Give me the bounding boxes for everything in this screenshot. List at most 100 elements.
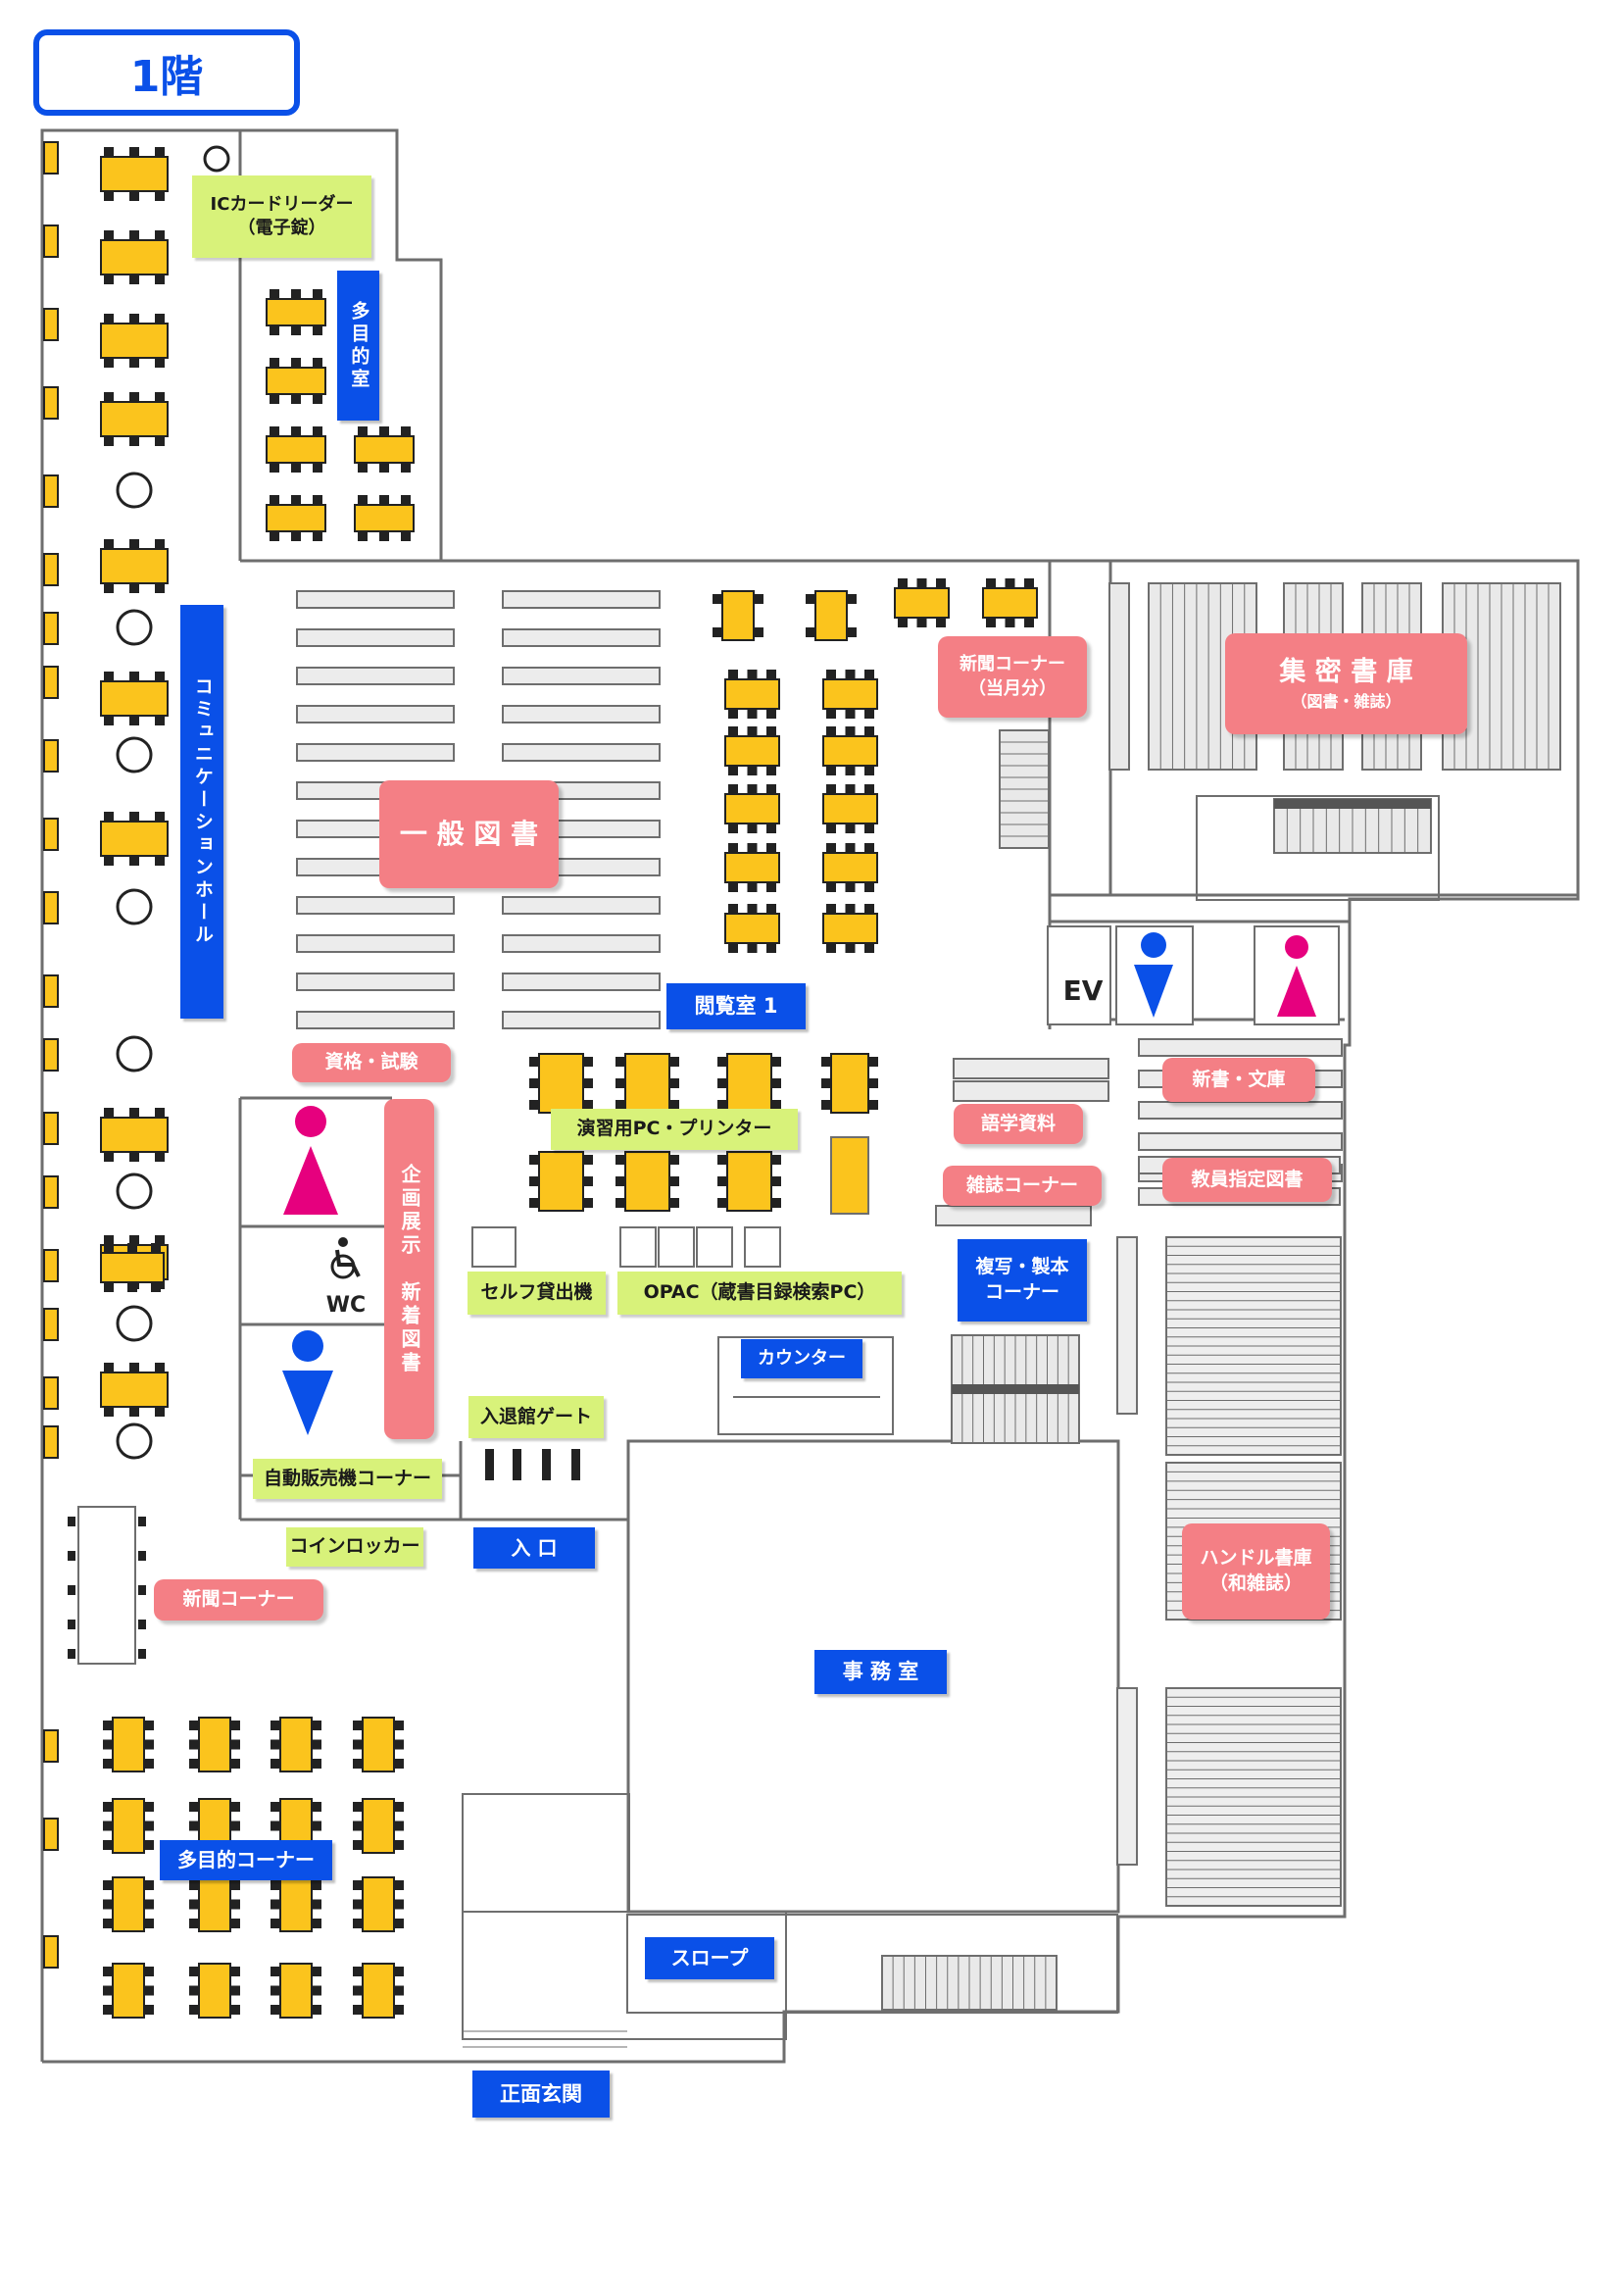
study-table [529, 1053, 593, 1114]
floor-title: 1階 [33, 29, 300, 116]
study-table [353, 1798, 404, 1854]
study-table [100, 230, 169, 284]
study-table [266, 358, 326, 404]
study-table [822, 843, 878, 892]
study-table [189, 1963, 240, 2019]
bookshelf [935, 1205, 1092, 1226]
study-table [724, 904, 780, 953]
closed-stacks-label: 集 密 書 庫 （図書・雑誌） [1225, 633, 1467, 734]
study-table [271, 1963, 321, 2019]
chair [68, 1517, 75, 1526]
wall-seat [43, 1112, 59, 1145]
study-table [822, 784, 878, 833]
wall-seat [43, 1308, 59, 1341]
slope-label: スロープ [645, 1937, 774, 1979]
gate-bar [513, 1449, 521, 1480]
magazine-corner-label: 雑誌コーナー [943, 1166, 1102, 1206]
office-label: 事 務 室 [814, 1650, 947, 1694]
opac-terminal [744, 1226, 781, 1268]
bookshelf [502, 1011, 661, 1029]
study-table [615, 1151, 679, 1212]
study-table [806, 590, 857, 641]
bookshelf [502, 743, 661, 762]
study-table [822, 726, 878, 775]
study-table [100, 147, 169, 201]
study-table [103, 1876, 154, 1932]
opac-terminal [619, 1226, 657, 1268]
round-table [116, 888, 153, 925]
study-table [724, 784, 780, 833]
study-table [354, 495, 415, 541]
chair [138, 1620, 146, 1629]
bookshelf [296, 973, 455, 991]
self-checkout-machine [471, 1226, 517, 1268]
bookshelf [296, 934, 455, 953]
new-books-pocketbooks-label: 新書・文庫 [1162, 1058, 1315, 1102]
bookshelf [296, 628, 455, 647]
bookshelf [502, 973, 661, 991]
study-table [822, 904, 878, 953]
round-table [116, 1035, 153, 1073]
vending-machine-corner-label: 自動販売機コーナー [253, 1459, 442, 1499]
wall-seat [43, 1425, 59, 1459]
study-table [100, 539, 169, 593]
multipurpose-room-label: 多目的室 [337, 271, 379, 421]
bookshelf [502, 628, 661, 647]
bookshelf [296, 705, 455, 723]
pc-table [830, 1136, 869, 1215]
study-table [100, 314, 169, 368]
handle-stack [1116, 1236, 1138, 1415]
stack-rail [1274, 799, 1431, 809]
bookshelf [502, 896, 661, 915]
study-table [266, 426, 326, 473]
chair [68, 1649, 75, 1659]
wall-seat [43, 474, 59, 508]
bookshelf [296, 743, 455, 762]
study-table [724, 670, 780, 719]
bookshelf [502, 667, 661, 685]
handle-stacks-label: ハンドル書庫 （和雑誌） [1182, 1523, 1330, 1620]
study-table [189, 1717, 240, 1772]
study-table [189, 1876, 240, 1932]
study-table [100, 1243, 165, 1292]
wall-seat [43, 1038, 59, 1072]
practice-pc-printer-label: 演習用PC・プリンター [551, 1109, 798, 1150]
opac-terminal [658, 1226, 695, 1268]
gate-bar [542, 1449, 551, 1480]
chair [138, 1551, 146, 1561]
general-books-label: 一 般 図 書 [379, 780, 559, 888]
study-table [717, 1053, 781, 1114]
round-table [116, 472, 153, 509]
study-table [982, 578, 1038, 627]
wall-seat [43, 308, 59, 341]
entry-exit-gate-label: 入退館ゲート [468, 1396, 604, 1438]
wall-seat [43, 612, 59, 645]
study-table [100, 1108, 169, 1162]
wall-seat [43, 386, 59, 420]
study-table [266, 289, 326, 335]
front-entrance-label: 正面玄関 [472, 2070, 610, 2118]
wall-seat [43, 1376, 59, 1410]
round-table [116, 1172, 153, 1210]
chair [68, 1620, 75, 1629]
female-restroom-icon [1277, 935, 1316, 1017]
study-table [100, 672, 169, 725]
chair [68, 1585, 75, 1595]
study-table [100, 1363, 169, 1417]
qualification-exam-label: 資格・試験 [292, 1043, 451, 1082]
male-restroom-icon [282, 1330, 333, 1435]
study-table [353, 1717, 404, 1772]
stair-rail [952, 1384, 1079, 1394]
round-table [116, 609, 153, 646]
gate-bar [571, 1449, 580, 1480]
multipurpose-corner-label: 多目的コーナー [160, 1840, 332, 1880]
bookshelf [953, 1080, 1109, 1102]
study-table [103, 1717, 154, 1772]
self-checkout-label: セルフ貸出機 [468, 1272, 606, 1315]
bookshelf [502, 590, 661, 609]
female-restroom-icon [283, 1106, 338, 1215]
study-table [894, 578, 950, 627]
wheelchair-icon [330, 1237, 361, 1279]
bookshelf [296, 896, 455, 915]
ic-reader-icon [203, 145, 230, 173]
